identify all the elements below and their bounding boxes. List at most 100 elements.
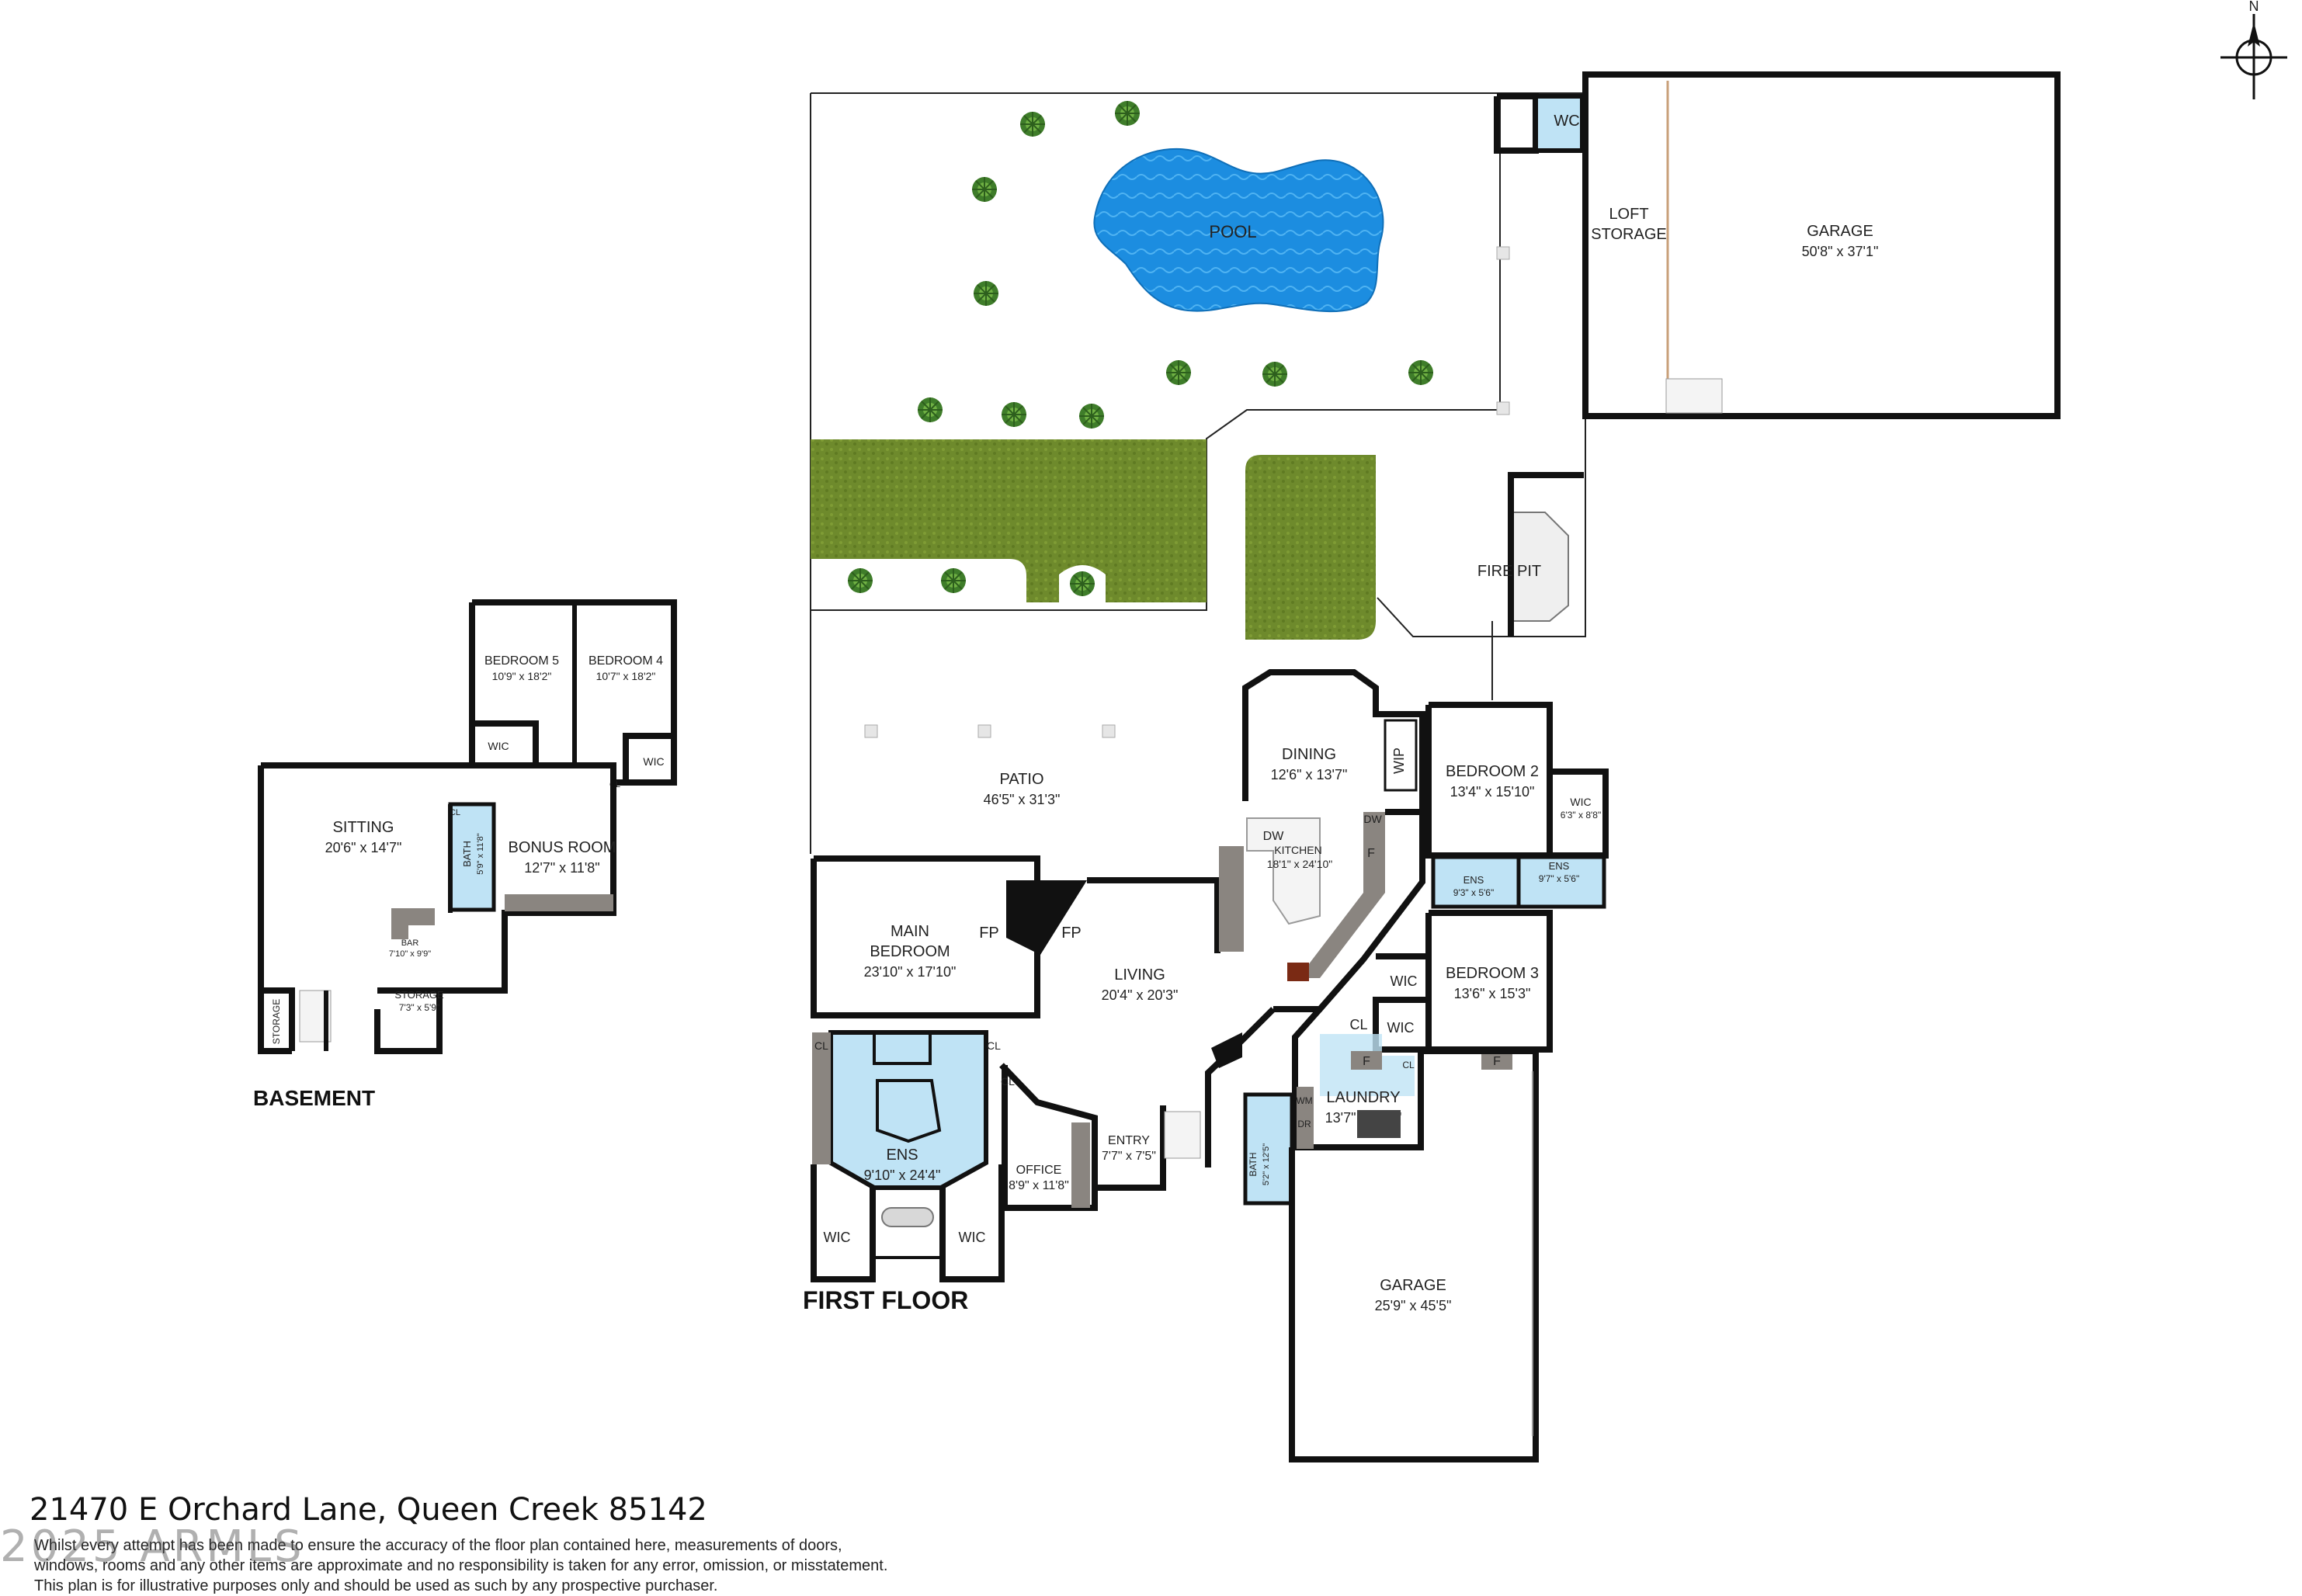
loft-storage-label-1: LOFT [1609, 206, 1648, 223]
bedroom-2-label: BEDROOM 2 [1446, 763, 1539, 780]
wic-bedroom-5-label: WIC [488, 740, 509, 752]
closet-label-3: CL [1001, 1075, 1015, 1088]
shrub-icon [1069, 571, 1095, 597]
bar-dimensions: 7'10" x 9'9" [389, 949, 431, 959]
fire-pit-label: FIRE PIT [1477, 563, 1541, 580]
tree-icon [1019, 111, 1046, 137]
fridge-label-kitchen: F [1367, 847, 1375, 860]
bedroom-4-dimensions: 10'7" x 18'2" [596, 670, 656, 682]
fireplace-label-1: FP [979, 925, 999, 942]
storage-a-label: STORAGE [271, 999, 282, 1044]
first-floor-plan: PATIO 46'5" x 31'3" MAIN BEDROOM 23'10" … [803, 669, 1609, 1462]
washer-label: WM [1296, 1095, 1312, 1106]
closet-label-1: CL [814, 1039, 828, 1052]
sitting-label: SITTING [333, 819, 394, 836]
kitchen-label: KITCHEN [1274, 844, 1321, 856]
garage-small-label: GARAGE [1380, 1277, 1446, 1294]
backyard: POOL FIRE PIT [810, 92, 1586, 854]
bedroom-2-dimensions: 13'4" x 15'10" [1450, 784, 1535, 800]
fireplace-icon [1006, 880, 1087, 955]
disclaimer-line-3: This plan is for illustrative purposes o… [34, 1577, 718, 1594]
tree-icon [1165, 359, 1192, 386]
bedroom-5-label: BEDROOM 5 [484, 654, 559, 668]
ensuite-a-dimensions: 9'3" x 5'6" [1453, 887, 1494, 898]
wic-ensuite-label-2: WIC [959, 1230, 986, 1245]
living-label: LIVING [1114, 966, 1165, 984]
closet-laundry-label: CL [1402, 1060, 1415, 1070]
dryer-label: DR [1297, 1119, 1311, 1129]
bedroom-5-dimensions: 10'9" x 18'2" [492, 670, 552, 682]
wic-mid-label-2: WIC [1387, 1020, 1415, 1036]
compass: N [2220, 0, 2287, 99]
wic-bedroom-4-label: WIC [643, 755, 664, 768]
closet-label-2: CL [987, 1039, 1001, 1052]
garage-big-dimensions: 50'8" x 37'1" [1802, 244, 1879, 259]
tree-icon [1001, 401, 1027, 428]
ensuite-a-label: ENS [1463, 874, 1484, 886]
tree-icon [973, 280, 999, 307]
ensuite-b-dimensions: 9'7" x 5'6" [1539, 873, 1579, 884]
fridge-label-bedroom-3: F [1493, 1055, 1501, 1068]
watermark: 2025 ARMLS [0, 1521, 305, 1572]
basement-bath [448, 802, 496, 912]
living-dimensions: 20'4" x 20'3" [1102, 987, 1179, 1003]
bath-first-label: BATH [1248, 1152, 1259, 1176]
bedroom-3-dimensions: 13'6" x 15'3" [1454, 986, 1531, 1001]
wc-top-label: WC [1554, 113, 1579, 130]
garage-building: WC LOFT STORAGE GARAGE 50'8" x 37'1" [1494, 71, 2061, 419]
disclaimer-line-2: windows, rooms and any other items are a… [34, 1557, 888, 1574]
wic-bedroom-2-label: WIC [1570, 796, 1591, 808]
fireplace-label-2: FP [1061, 925, 1082, 942]
closet-mid-label: CL [1349, 1017, 1367, 1032]
loft-storage-label-2: STORAGE [1591, 226, 1666, 243]
garage-small-dimensions: 25'9" x 45'5" [1375, 1298, 1452, 1313]
kitchen-dimensions: 18'1" x 24'10" [1267, 858, 1333, 870]
wic-mid-label-1: WIC [1391, 973, 1418, 989]
basement-plan: BEDROOM 5 10'9" x 18'2" BEDROOM 4 10'7" … [253, 599, 677, 1110]
bath-base-label: BATH [461, 841, 473, 867]
bath-first-dimensions: 5'2" x 12'5" [1262, 1143, 1271, 1185]
disclaimer-line-1: Whilst every attempt has been made to en… [34, 1537, 842, 1554]
wic-ensuite-label-1: WIC [824, 1230, 851, 1245]
wip-label: WIP [1391, 748, 1407, 774]
property-address: 21470 E Orchard Lane, Queen Creek 85142 [30, 1492, 707, 1528]
dining-dimensions: 12'6" x 13'7" [1271, 767, 1348, 782]
bath-base-dimensions: 5'9" x 11'8" [476, 833, 485, 874]
pool [1093, 147, 1384, 313]
entry-dimensions: 7'7" x 7'5" [1102, 1150, 1156, 1163]
main-ensuite [828, 1030, 988, 1190]
tree-icon [1078, 403, 1105, 429]
bar-label: BAR [401, 939, 419, 948]
bedroom-3-label: BEDROOM 3 [1446, 965, 1539, 982]
basement-title: BASEMENT [253, 1086, 375, 1110]
bar-counter [391, 908, 435, 939]
tree-icon [917, 397, 943, 423]
tree-icon [971, 176, 998, 203]
kitchen-island [1246, 817, 1321, 925]
storage-b-label: STORAGE [394, 989, 444, 1001]
pool-label: POOL [1209, 222, 1256, 241]
bedroom-4-label: BEDROOM 4 [589, 654, 663, 668]
first-floor-title: FIRST FLOOR [803, 1286, 968, 1314]
ensuite-label: ENS [886, 1147, 918, 1164]
tree-icon [1408, 359, 1434, 386]
dining-label: DINING [1282, 746, 1336, 763]
bonus-room-label: BONUS ROOM [509, 839, 616, 856]
dishwasher-label-2: DW [1363, 813, 1382, 825]
shrub-icon [940, 567, 967, 594]
ensuite-b [1516, 855, 1606, 909]
main-bedroom-dimensions: 23'10" x 17'10" [864, 964, 957, 980]
patio-dimensions: 46'5" x 31'3" [984, 792, 1061, 807]
ensuite-a [1431, 855, 1521, 909]
patio-label: PATIO [999, 771, 1043, 788]
office-label: OFFICE [1016, 1164, 1062, 1177]
garage-big-label: GARAGE [1807, 223, 1873, 240]
tree-icon [1262, 361, 1288, 387]
wic-bedroom-2-dimensions: 6'3" x 8'8" [1561, 810, 1601, 821]
entry-label: ENTRY [1108, 1134, 1150, 1147]
storage-b-dimensions: 7'3" x 5'9" [399, 1002, 439, 1013]
office-dimensions: 8'9" x 11'8" [1009, 1179, 1069, 1192]
shrub-icon [847, 567, 873, 594]
ensuite-b-label: ENS [1549, 860, 1570, 872]
fridge-label-laundry: F [1363, 1055, 1370, 1068]
